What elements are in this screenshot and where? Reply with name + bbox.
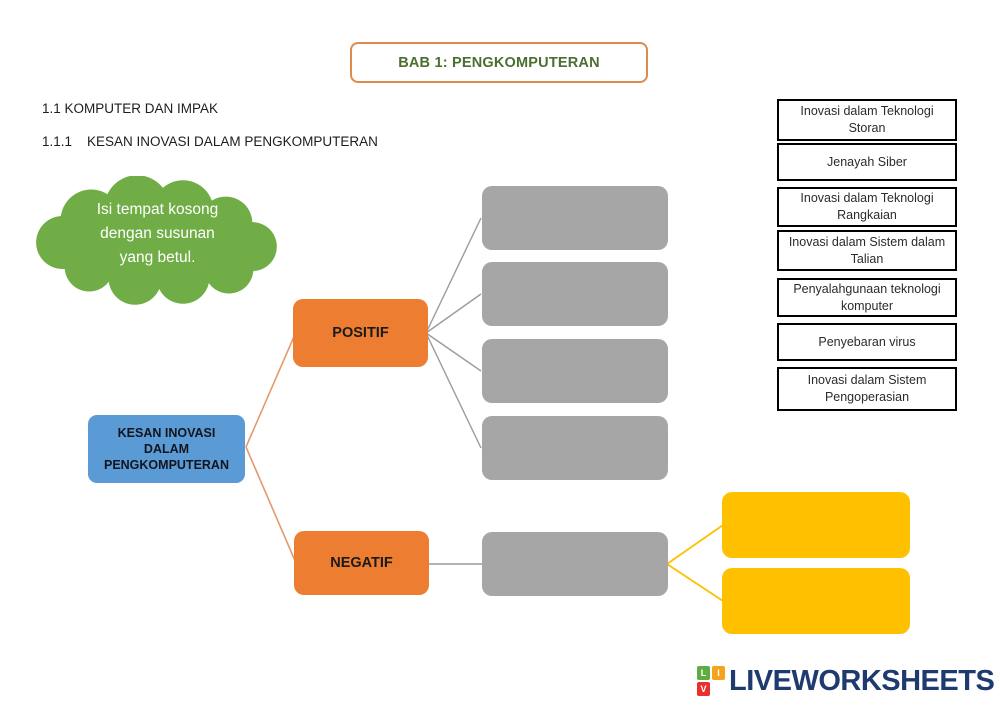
negatif-label: NEGATIF <box>330 555 393 571</box>
answer-option[interactable]: Penyebaran virus <box>777 323 957 361</box>
negative-sub-drop-slot-1[interactable] <box>722 492 910 558</box>
instruction-line-1: Isi tempat kosong <box>96 201 219 218</box>
cloud-shape-icon <box>36 176 277 305</box>
answer-option[interactable]: Penyalahgunaan teknologi komputer <box>777 278 957 317</box>
answer-option-label: Penyebaran virus <box>818 334 916 349</box>
positive-drop-slot-4[interactable] <box>482 416 668 480</box>
instruction-text: Isi tempat kosong dengan susunan yang be… <box>30 198 285 270</box>
logo-letter-cell: L <box>697 666 710 680</box>
chapter-title-box: BAB 1: PENGKOMPUTERAN <box>350 42 648 83</box>
answer-option-label: Jenayah Siber <box>827 154 907 169</box>
answer-option-label: Inovasi dalam Sistem Pengoperasian <box>807 373 927 404</box>
section-heading-2: 1.1.1 KESAN INOVASI DALAM PENGKOMPUTERAN <box>42 134 378 149</box>
logo-letter-cell: I <box>712 666 725 680</box>
chapter-title-text: BAB 1: PENGKOMPUTERAN <box>398 54 600 71</box>
brand-name: LIVEWORKSHEETS <box>729 664 995 697</box>
branch-node-positif: POSITIF <box>293 299 428 367</box>
negative-sub-drop-slot-2[interactable] <box>722 568 910 634</box>
answer-option-label: Inovasi dalam Teknologi Storan <box>800 104 934 135</box>
branch-node-negatif: NEGATIF <box>294 531 429 595</box>
logo-letter-cell: E <box>715 684 722 694</box>
positif-label: POSITIF <box>332 325 389 341</box>
instruction-cloud: Isi tempat kosong dengan susunan yang be… <box>30 176 285 306</box>
positive-drop-slot-1[interactable] <box>482 186 668 250</box>
negative-drop-slot-1[interactable] <box>482 532 668 596</box>
answer-option-label: Penyalahgunaan teknologi komputer <box>793 281 941 313</box>
instruction-line-3: yang betul. <box>119 249 196 267</box>
positive-drop-slot-3[interactable] <box>482 339 668 403</box>
liveworksheets-watermark: L I V E LIVEWORKSHEETS <box>697 663 995 699</box>
logo-letter-cell: V <box>697 682 710 696</box>
liveworksheets-logo-icon: L I V E <box>697 666 725 696</box>
answer-option[interactable]: Jenayah Siber <box>777 143 957 181</box>
root-node-label: KESAN INOVASI DALAM PENGKOMPUTERAN <box>103 425 229 473</box>
answer-option[interactable]: Inovasi dalam Teknologi Rangkaian <box>777 187 957 227</box>
answer-option-label: Inovasi dalam Teknologi Rangkaian <box>800 191 934 222</box>
answer-option[interactable]: Inovasi dalam Sistem Pengoperasian <box>777 367 957 411</box>
positive-drop-slot-2[interactable] <box>482 262 668 326</box>
answer-option[interactable]: Inovasi dalam Sistem dalam Talian <box>777 230 957 271</box>
answer-option-label: Inovasi dalam Sistem dalam Talian <box>788 234 946 266</box>
instruction-line-2: dengan susunan <box>100 225 215 243</box>
section-heading-1: 1.1 KOMPUTER DAN IMPAK <box>42 101 219 116</box>
root-node-kesan-inovasi: KESAN INOVASI DALAM PENGKOMPUTERAN <box>88 415 245 483</box>
answer-option[interactable]: Inovasi dalam Teknologi Storan <box>777 99 957 141</box>
